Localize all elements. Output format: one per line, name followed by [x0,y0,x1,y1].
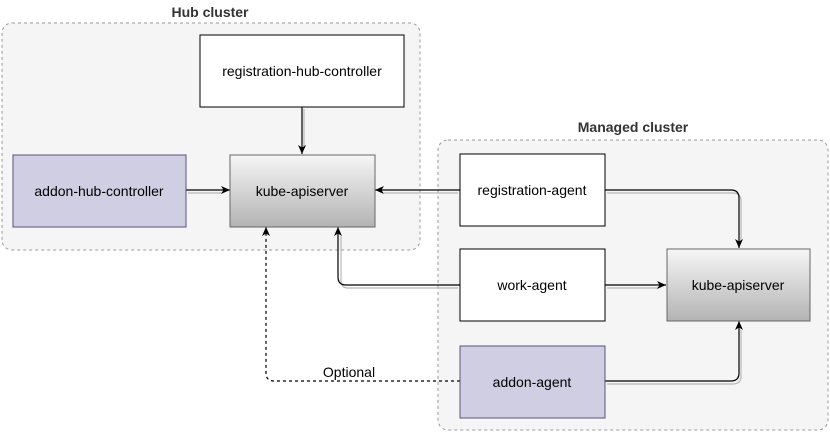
addon-hub-controller-box [12,154,187,228]
addon-hub-controller-node: addon-hub-controller [12,154,187,228]
managed-kube-apiserver-node: kube-apiserver [666,248,811,322]
edge-addonagent-to-managed-apiserver [605,321,743,382]
edge-shadow [340,236,458,289]
hub-cluster-title: Hub cluster [171,4,249,20]
hub-kube-apiserver-label: kube-apiserver [256,183,349,199]
edge-workagent-to-hub-apiserver [334,227,460,286]
optional-edge-label: Optional [323,364,375,380]
registration-agent-box [459,153,606,227]
work-agent-label: work-agent [496,277,566,293]
addon-hub-controller-label: addon-hub-controller [34,183,164,199]
managed-kube-apiserver-box [666,248,811,322]
registration-agent-label: registration-agent [478,182,587,198]
registration-agent-node: registration-agent [459,153,606,227]
edges: Optional [186,107,743,385]
hub-kube-apiserver-box [229,154,376,228]
hub-kube-apiserver-node: kube-apiserver [229,154,376,228]
addon-agent-label: addon-agent [493,374,572,390]
registration-hub-controller-node: registration-hub-controller [199,34,405,108]
edge-addonagent-to-hub-apiserver-optional [262,227,460,382]
registration-hub-controller-box [199,34,405,108]
edge-shadow [607,330,742,385]
addon-agent-box [459,345,606,419]
addon-agent-node: addon-agent [459,345,606,419]
registration-hub-controller-label: registration-hub-controller [222,63,382,79]
managed-cluster-title: Managed cluster [578,119,689,135]
work-agent-node: work-agent [459,248,606,322]
work-agent-box [459,248,606,322]
edge-regagent-to-managed-apiserver [605,189,743,248]
managed-kube-apiserver-label: kube-apiserver [692,277,785,293]
